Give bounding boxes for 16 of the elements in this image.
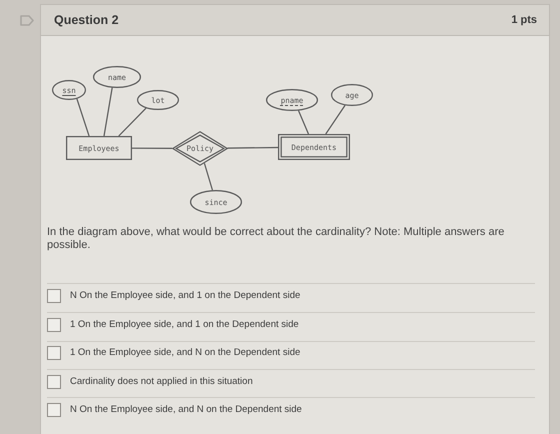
connector-line — [76, 98, 90, 136]
question-title: Question 2 — [54, 12, 119, 28]
connector-line — [298, 110, 310, 134]
answer-option: Cardinality does not applied in this situation — [70, 376, 253, 388]
connector-line — [325, 105, 346, 134]
connector-line — [103, 88, 113, 136]
connector-line — [132, 148, 172, 149]
points-label: 1 pts — [511, 13, 537, 27]
connector-line — [204, 163, 214, 190]
answer-option: 1 On the Employee side, and N on the Dependent side — [70, 347, 300, 359]
question-text: In the diagram above, what would be correct about the cardinality? Note: Multiple answers are possible. — [47, 226, 506, 252]
answer-option: N On the Employee side, and N on the Dependent side — [70, 404, 302, 416]
answer-option: N On the Employee side, and 1 on the Dependent side — [70, 290, 300, 302]
connector-line — [118, 108, 146, 136]
answer-option: 1 On the Employee side, and 1 on the Dependent side — [70, 319, 299, 331]
connector-line — [227, 146, 278, 149]
